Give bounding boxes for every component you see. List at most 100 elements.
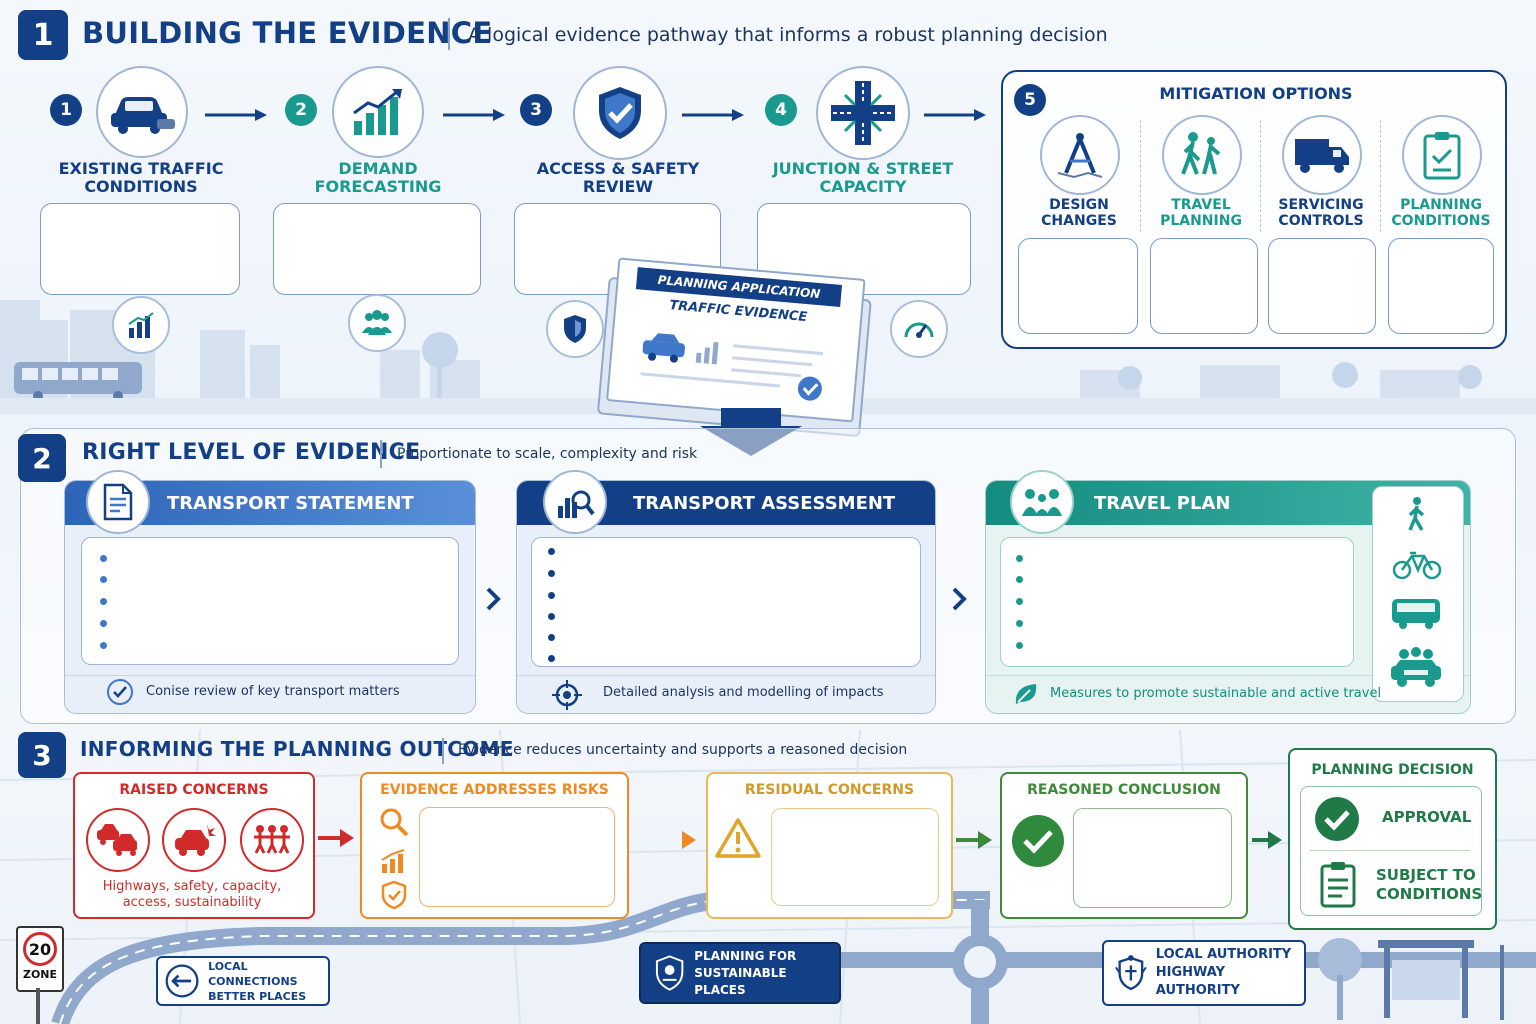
mitigation-option3-label: SERVICING CONTROLS <box>1260 197 1382 229</box>
shield-check-icon <box>381 880 407 910</box>
mitigation-option3-line2: CONTROLS <box>1278 213 1364 229</box>
bar-chart-icon <box>381 849 405 873</box>
travel-plan-title: TRAVEL PLAN <box>1094 492 1231 514</box>
bullet <box>548 655 555 662</box>
mitigation-option1-label: DESIGN CHANGES <box>1018 197 1140 229</box>
people-group-icon <box>362 310 392 335</box>
local-authority-tag: LOCAL AUTHORITY HIGHWAY AUTHORITY <box>1102 940 1306 1006</box>
step1-label: EXISTING TRAFFIC CONDITIONS <box>40 160 242 196</box>
step1-number: 1 <box>50 94 82 126</box>
green-arrow <box>1252 831 1282 849</box>
speed-sign-circle: 20 <box>23 932 57 966</box>
mitigation-option4-label: PLANNING CONDITIONS <box>1380 197 1502 229</box>
collision-icon-circle <box>86 808 150 872</box>
mitigation-option2-box <box>1150 238 1258 334</box>
bus-icon <box>1392 599 1440 629</box>
transport-statement-title: TRANSPORT STATEMENT <box>167 492 414 514</box>
mitigation-option2-label: TRAVEL PLANNING <box>1140 197 1262 229</box>
bar-chart-icon <box>128 312 154 338</box>
mitigation-option1-box <box>1018 238 1138 334</box>
approval-check-icon <box>1315 797 1359 841</box>
check-circle-icon <box>107 679 133 705</box>
walking-people-icon <box>1181 132 1221 175</box>
mitigation-option2-icon-circle <box>1162 115 1242 195</box>
transport-statement-footnote: Conise review of key transport matters <box>146 684 400 699</box>
mitigation-option4-line2: CONDITIONS <box>1391 213 1491 229</box>
mitigation-option1-icon-circle <box>1040 115 1120 195</box>
walking-person-icon <box>1408 497 1425 531</box>
section1-subtitle: A logical evidence pathway that informs … <box>468 24 1108 46</box>
residual-concerns-title: RESIDUAL CONCERNS <box>744 782 915 798</box>
step3-icon-circle <box>573 66 667 160</box>
mitigation-title: MITIGATION OPTIONS <box>1159 84 1353 103</box>
document-illustration <box>640 333 824 401</box>
speed-sign: 20 ZONE <box>16 926 64 992</box>
local-authority-text: LOCAL AUTHORITY HIGHWAY AUTHORITY <box>1156 946 1304 1000</box>
mitigation-option3-line1: SERVICING <box>1278 197 1364 213</box>
reasoned-conclusion-box <box>1073 808 1232 908</box>
local-connections-tag: LOCAL CONNECTIONS BETTER PLACES <box>156 956 330 1006</box>
section2-number: 2 <box>18 434 66 482</box>
crash-icon-circle <box>162 808 226 872</box>
mitigation-option3-icon-circle <box>1282 115 1362 195</box>
bar-chart-icon <box>695 342 719 365</box>
target-icon <box>552 680 582 710</box>
step2-number: 2 <box>285 94 317 126</box>
step-arrow-3 <box>682 109 744 121</box>
speed-sign-text: ZONE <box>22 968 58 981</box>
bullet <box>100 576 107 583</box>
transport-statement-footer <box>65 675 475 713</box>
compass-icon <box>1057 133 1103 179</box>
mitigation-option3-box <box>1268 238 1376 334</box>
conditions-line: CONDITIONS <box>1376 885 1483 903</box>
mitigation-option1-line2: CHANGES <box>1041 213 1117 229</box>
residual-concerns-box <box>771 808 939 906</box>
mitigation-number: 5 <box>1014 84 1046 116</box>
speed-sign-number: 20 <box>28 939 52 959</box>
transport-assessment-title: TRANSPORT ASSESSMENT <box>633 492 896 514</box>
planning-sustainable-line1: PLANNING FOR <box>694 948 797 963</box>
travel-plan-footnote: Measures to promote sustainable and acti… <box>1050 686 1382 701</box>
bullet <box>1016 555 1023 562</box>
mitigation-divider-3 <box>1380 120 1381 232</box>
evidence-addresses-title: EVIDENCE ADDRESSES RISKS <box>380 782 609 798</box>
local-connections-line2: BETTER PLACES <box>208 989 307 1003</box>
shield-check-icon <box>599 87 641 139</box>
family-icon <box>1022 489 1062 516</box>
step2-subicon <box>348 294 406 352</box>
bullet <box>548 634 555 641</box>
step4-label-line2: CAPACITY <box>819 177 907 196</box>
step3-number: 3 <box>520 94 552 126</box>
local-authority-line1: LOCAL AUTHORITY <box>1155 947 1292 962</box>
warning-icon <box>715 818 761 858</box>
section3-subtitle: Evidence reduces uncertainty and support… <box>458 742 908 758</box>
section3-number: 3 <box>18 732 66 778</box>
raised-concerns-caption-line1: Highways, safety, capacity, <box>102 879 282 894</box>
bullet <box>100 620 107 627</box>
step1-label-line2: CONDITIONS <box>84 177 198 196</box>
crowd-icon <box>254 825 290 854</box>
bullet <box>548 570 555 577</box>
planning-sustainable-tag: PLANNING FOR SUSTAINABLE PLACES <box>639 942 841 1004</box>
mitigation-option1-line1: DESIGN <box>1049 197 1109 213</box>
magnifier-icon <box>380 808 409 837</box>
growth-chart-icon <box>353 89 402 135</box>
document-icon <box>103 483 133 521</box>
section3-divider <box>442 738 444 764</box>
chevron-right-icon <box>486 587 501 611</box>
bullet <box>100 598 107 605</box>
reasoned-conclusion-title: REASONED CONCLUSION <box>1027 782 1221 798</box>
clipboard-icon <box>1320 862 1356 908</box>
section2-divider <box>380 440 382 468</box>
check-circle-icon <box>797 376 822 401</box>
step3-subicon <box>546 300 604 358</box>
section1-divider <box>448 18 450 50</box>
mitigation-option4-box <box>1388 238 1494 334</box>
bullet <box>1016 598 1023 605</box>
bicycle-icon <box>1392 551 1442 580</box>
raised-concerns-caption-line2: access, sustainability <box>122 895 262 910</box>
transport-assessment-footnote: Detailed analysis and modelling of impac… <box>603 685 884 700</box>
orange-arrow <box>634 831 696 849</box>
step1-icon-circle <box>96 66 188 158</box>
mitigation-divider-1 <box>1140 120 1141 232</box>
